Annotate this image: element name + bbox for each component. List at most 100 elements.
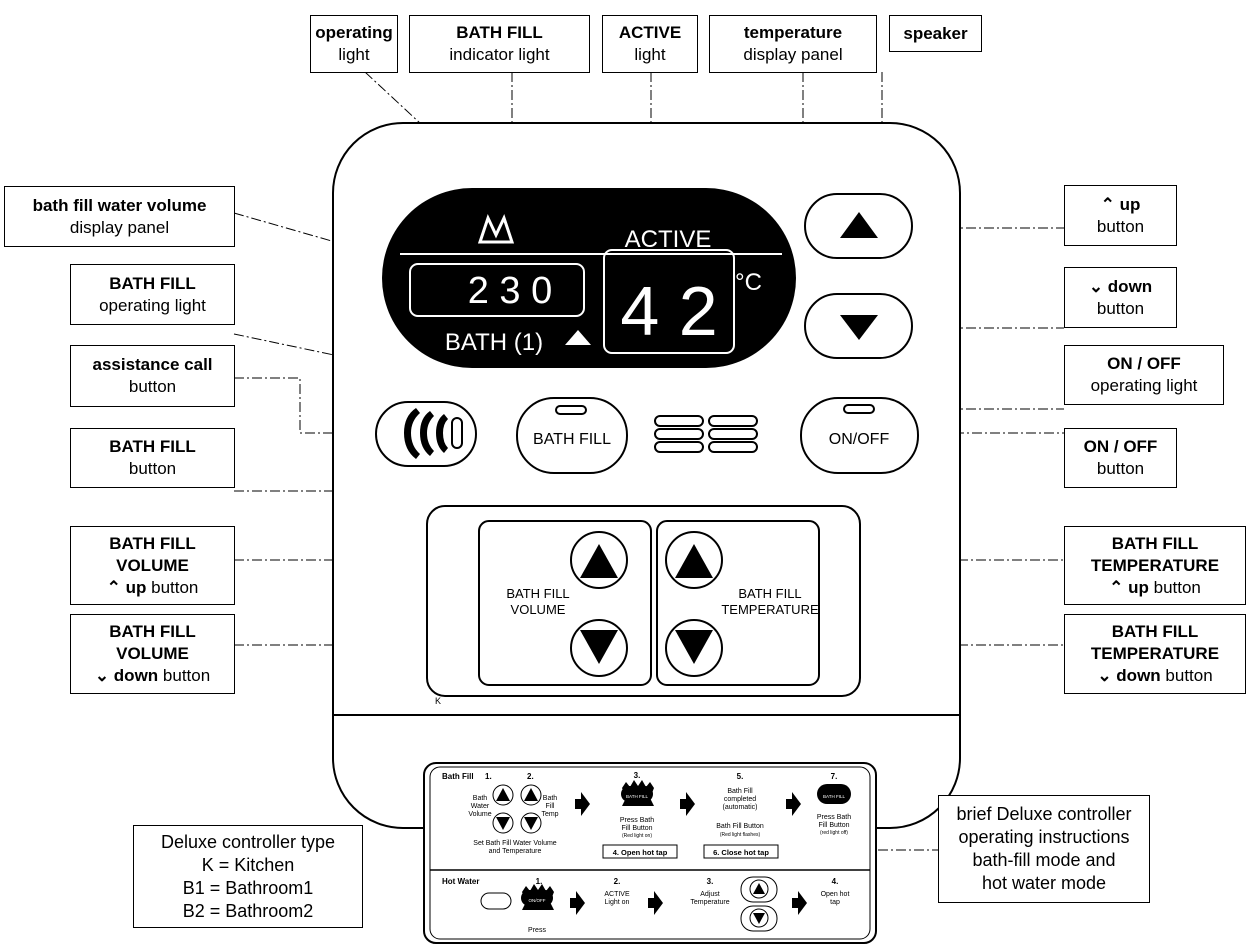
volume-down-button[interactable] [570, 619, 628, 677]
callout-brief-line2: operating instructions [958, 827, 1130, 847]
hw-step-4: 4. [832, 877, 839, 886]
callout-bath-fill-button-line1: BATH FILL [109, 437, 196, 456]
hw-arrow-1 [570, 891, 585, 915]
temperature-panel-label-1: BATH FILL [738, 586, 801, 601]
open-hot-tap-2: tap [830, 899, 840, 906]
hw-arrow-3 [792, 891, 807, 915]
callout-controller-type: Deluxe controller type K = Kitchen B1 = … [133, 825, 363, 928]
volume-value: 2 3 0 [468, 270, 553, 312]
hw-step-1: 1. [536, 877, 543, 886]
callout-controller-type-line2: K = Kitchen [201, 854, 295, 875]
step-2: 2. [527, 772, 534, 781]
up-button[interactable] [804, 193, 913, 259]
press-bath-fill-1: Press Bath [620, 817, 654, 824]
callout-volume-display-line2: display panel [69, 217, 170, 237]
callout-temp-up-rest: button [1153, 577, 1201, 597]
callout-temp-up-line2: TEMPERATURE [1090, 555, 1220, 575]
callout-volume-display: bath fill water volume display panel [4, 186, 235, 247]
adjust-temperature-2: Temperature [690, 899, 729, 906]
callout-volume-display-line1: bath fill water volume [32, 195, 207, 215]
callout-operating-light: operating light [310, 15, 398, 73]
callout-bath-fill-button-line2: button [128, 459, 177, 478]
press-bath-fill-7-1: Press Bath [817, 814, 851, 821]
press-bath-fill-2: Fill Button [621, 825, 652, 832]
active-light-on-2: Light on [605, 899, 630, 906]
red-light-flashes: (Red light flashes) [720, 832, 761, 838]
callout-volume-down: BATH FILL VOLUME ⌄ down button [70, 614, 235, 694]
callout-onoff-button-line2: button [1096, 459, 1145, 478]
hot-water-instructions: Hot Water 1. ON/OFF Press 2. ACTIVE Ligh… [442, 876, 849, 934]
callout-onoff-button-line1: ON / OFF [1083, 437, 1158, 456]
callout-assistance-call-line1: assistance call [92, 355, 213, 374]
call-bar-icon [451, 417, 463, 449]
bath-fill-temp-2: Fill [546, 803, 555, 810]
ins-hw-down [740, 905, 778, 932]
ins-bath-fill-btn-flash [621, 780, 654, 806]
ins-onoff-btn-label: ON/OFF [529, 898, 546, 903]
bath-fill-temp-1: Bath [543, 795, 558, 802]
callout-brief-line3: bath-fill mode and [972, 850, 1116, 870]
callout-up-button-bold: up [1119, 194, 1141, 214]
onoff-button[interactable]: ON/OFF [800, 397, 919, 474]
bath-fill-button-text: Bath Fill Button [716, 823, 764, 830]
set-text-1: Set Bath Fill Water Volume [473, 840, 556, 847]
up-chevron-icon: ⌃ [106, 577, 121, 597]
ins-onoff-btn-flash [521, 884, 554, 910]
callout-bfol-line2: operating light [99, 295, 206, 315]
callout-speaker-line1: speaker [903, 23, 968, 43]
arrow-2 [680, 792, 695, 816]
callout-temperature-display-line1: temperature [743, 23, 843, 42]
set-text-2: and Temperature [489, 848, 542, 855]
callout-controller-type-line3: B1 = Bathroom1 [182, 877, 314, 898]
up-chevron-icon: ⌃ [1109, 577, 1124, 597]
callout-volume-down-bold: down [113, 666, 159, 685]
down-button[interactable] [804, 293, 913, 359]
temperature-unit: °C [735, 269, 762, 296]
callout-onoff-button: ON / OFF button [1064, 428, 1177, 488]
callout-temperature-down: BATH FILL TEMPERATURE ⌄ down button [1064, 614, 1246, 694]
callout-brief-line4: hot water mode [981, 873, 1107, 893]
ins-hw-up [740, 876, 778, 903]
bath-fill-button-label: BATH FILL [533, 431, 611, 448]
adjust-temperature-1: Adjust [700, 891, 720, 898]
ins-bath-fill-btn-off [817, 784, 851, 804]
callout-brief-instructions: brief Deluxe controller operating instru… [938, 795, 1150, 903]
operating-light-icon [477, 213, 515, 244]
callout-controller-type-line1: Deluxe controller type [160, 831, 336, 852]
ins-bath-fill-btn-label: BATH FILL [626, 794, 648, 799]
callout-down-button-bold: down [1107, 276, 1153, 296]
active-text: ACTIVE [625, 226, 712, 253]
bath-water-volume-1: Bath [473, 795, 488, 802]
up-chevron-icon: ⌃ [1100, 194, 1115, 214]
volume-up-button[interactable] [570, 531, 628, 589]
ins-vol-down [492, 812, 514, 834]
callout-temp-down-bold: down [1116, 666, 1161, 685]
callout-onoff-light-line2: operating light [1090, 376, 1198, 395]
callout-down-button-rest: button [1096, 298, 1145, 318]
bath-water-volume-3: Volume [468, 811, 491, 818]
hot-water-title: Hot Water [442, 877, 479, 886]
bath-label: BATH (1) [445, 329, 543, 356]
callout-up-button-rest: button [1096, 216, 1145, 236]
temperature-down-button[interactable] [665, 619, 723, 677]
bath-fill-indicator-triangle [565, 330, 591, 345]
volume-panel-label-1: BATH FILL [506, 586, 569, 601]
arrow-3 [786, 792, 801, 816]
temperature-up-button[interactable] [665, 531, 723, 589]
callout-bfol-line1: BATH FILL [109, 273, 196, 293]
callout-active-light: ACTIVE light [602, 15, 698, 73]
callout-active-light-line2: light [634, 45, 666, 64]
temperature-value: 4 2 [620, 272, 717, 350]
callout-temperature-display: temperature display panel [709, 15, 877, 73]
bath-fill-button[interactable]: BATH FILL [516, 397, 628, 474]
speaker-grille [654, 415, 758, 453]
bath-water-volume-2: Water [471, 803, 490, 810]
callout-volume-down-rest: button [162, 666, 211, 685]
bath-fill-operating-light [555, 405, 587, 415]
completed-1: Bath Fill [727, 788, 753, 795]
completed-2: completed [724, 796, 756, 803]
callout-temp-down-line2: TEMPERATURE [1090, 644, 1220, 663]
assistance-call-button[interactable] [375, 401, 477, 467]
onoff-button-label: ON/OFF [829, 431, 890, 448]
callout-bath-fill-button: BATH FILL button [70, 428, 235, 488]
